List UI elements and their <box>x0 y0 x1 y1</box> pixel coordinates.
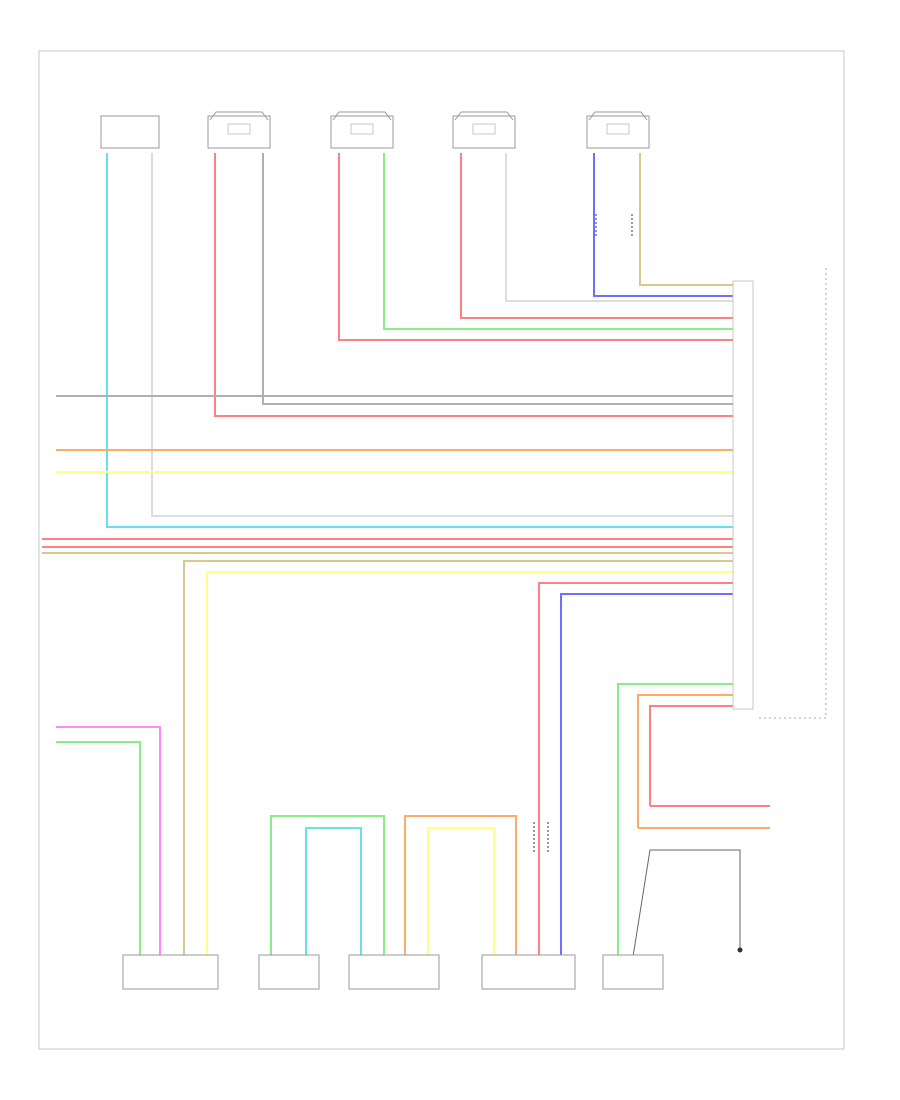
top-connector-2-hood <box>209 111 269 121</box>
wire-red-2 <box>214 153 733 417</box>
wire-red-lower2 <box>649 705 733 806</box>
wire-red-4 <box>460 153 733 319</box>
top-connector-3-latch <box>350 123 374 135</box>
wire-yel-loop <box>427 827 495 963</box>
wire-tan-lower <box>183 560 733 963</box>
wire-org-loop <box>404 815 517 963</box>
bottom-connector-4 <box>481 954 576 990</box>
wire-grn-bottom <box>56 741 141 963</box>
ground-point <box>737 947 743 953</box>
wire-layer <box>42 153 770 964</box>
top-connector-3 <box>330 115 394 149</box>
top-connector-4-hood <box>454 111 514 121</box>
wire-red-3 <box>338 153 733 341</box>
top-connector-2-latch <box>227 123 251 135</box>
top-connector-5 <box>586 115 650 149</box>
bottom-connector-2 <box>258 954 320 990</box>
wire-yel-lower <box>206 571 733 963</box>
top-connector-4 <box>452 115 516 149</box>
wire-blu-5 <box>593 153 733 297</box>
wire-org-lower <box>637 694 733 828</box>
ground-wire <box>631 849 741 964</box>
junction-connector-strip <box>732 280 754 710</box>
top-connector-4-latch <box>472 123 496 135</box>
wire-grn-loop <box>270 815 385 963</box>
junction-dashed-outline <box>756 268 827 719</box>
wire-ltblu-loop <box>305 827 362 963</box>
wire-ltblu-left <box>106 153 733 528</box>
wire-wht-left <box>151 153 733 517</box>
wire-grn-3 <box>383 153 733 330</box>
component-layer <box>100 111 827 990</box>
wire-pnk-bottom <box>56 726 161 963</box>
wire-blu-lower <box>560 593 733 963</box>
wire-grn-lower <box>617 683 733 963</box>
top-connector-5-latch <box>606 123 630 135</box>
bottom-connector-1 <box>122 954 219 990</box>
wire-gry-2 <box>262 153 733 405</box>
wire-red-lower <box>538 582 733 963</box>
bottom-connector-3 <box>348 954 440 990</box>
wire-wht-4 <box>505 153 733 302</box>
wire-tan-5 <box>639 153 733 286</box>
label-layer <box>117 997 227 1029</box>
bottom-connector-5 <box>602 954 664 990</box>
diagram-frame <box>38 50 845 1050</box>
top-connector-5-hood <box>588 111 648 121</box>
top-connector-2 <box>207 115 271 149</box>
top-connector-3-hood <box>332 111 392 121</box>
top-connector-1 <box>100 115 160 149</box>
